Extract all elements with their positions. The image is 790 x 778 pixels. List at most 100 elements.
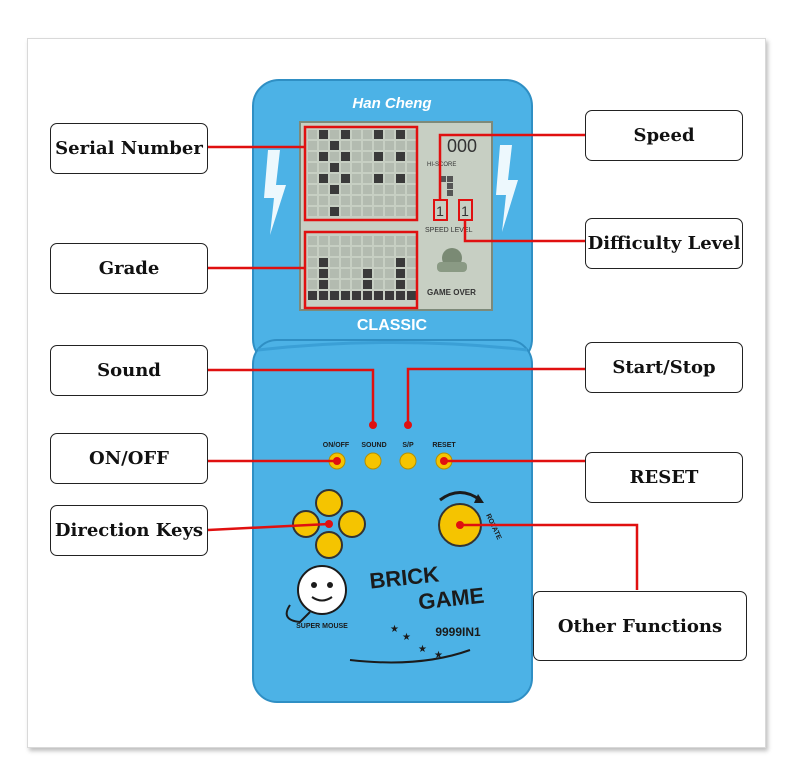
- lcd-pixel: [407, 280, 416, 289]
- lcd-pixel: [385, 269, 394, 278]
- lcd-pixel: [374, 207, 383, 216]
- sound-button[interactable]: [364, 452, 382, 470]
- lcd-pixel: [363, 258, 372, 267]
- lcd-pixel: [352, 269, 361, 278]
- lcd-pixel: [352, 207, 361, 216]
- lcd-pixel: [319, 291, 328, 300]
- lcd-pixel: [363, 196, 372, 205]
- reset-button-label: RESET: [432, 442, 456, 449]
- lcd-pixel: [352, 280, 361, 289]
- lcd-pixel: [363, 174, 372, 183]
- game-count-label: 9999IN1: [435, 625, 481, 639]
- lcd-pixel: [341, 152, 350, 161]
- lcd-pixel: [330, 196, 339, 205]
- lcd-pixel: [341, 185, 350, 194]
- lcd-pixel: [319, 258, 328, 267]
- lcd-pixel: [363, 163, 372, 172]
- direction-keys[interactable]: [292, 489, 366, 559]
- lcd-pixel: [385, 141, 394, 150]
- lcd-pixel: [308, 141, 317, 150]
- lcd-pixel: [341, 258, 350, 267]
- lcd-pixel: [374, 185, 383, 194]
- lcd-pixel: [385, 130, 394, 139]
- lcd-pixel: [341, 174, 350, 183]
- svg-text:★: ★: [390, 624, 399, 635]
- lcd-pixel: [319, 152, 328, 161]
- svg-text:★: ★: [434, 650, 443, 661]
- svg-text:1: 1: [461, 203, 469, 219]
- lcd-pixel: [308, 258, 317, 267]
- lcd-pixel: [319, 174, 328, 183]
- lcd-pixel: [341, 163, 350, 172]
- lcd-pixel: [396, 247, 405, 256]
- sound-button-label: SOUND: [361, 442, 386, 449]
- lcd-pixel: [341, 291, 350, 300]
- lcd-pixel: [319, 196, 328, 205]
- lcd-pixel: [396, 236, 405, 245]
- lcd-pixel: [330, 280, 339, 289]
- mascot-text: SUPER MOUSE: [296, 623, 348, 630]
- on-off-button-label: ON/OFF: [323, 442, 350, 449]
- lcd-pixel: [319, 207, 328, 216]
- lcd-pixel: [341, 130, 350, 139]
- lcd-pixel: [374, 269, 383, 278]
- lcd-pixel: [407, 196, 416, 205]
- callout-start-stop: Start/Stop: [585, 342, 743, 393]
- stars-decoration: ★★ ★★: [390, 624, 443, 661]
- lcd-pixel: [374, 258, 383, 267]
- lcd-pixel: [363, 152, 372, 161]
- lcd-pixel: [308, 163, 317, 172]
- lcd-pixel: [352, 163, 361, 172]
- lcd-pixel: [396, 163, 405, 172]
- lcd-pixel: [374, 163, 383, 172]
- lcd-pixel: [396, 280, 405, 289]
- lcd-pixel: [374, 152, 383, 161]
- lcd-pixel: [341, 141, 350, 150]
- screen-pixel-grid-top: [308, 130, 416, 216]
- lcd-pixel: [363, 130, 372, 139]
- lcd-pixel: [330, 141, 339, 150]
- lcd-pixel: [396, 258, 405, 267]
- lcd-pixel: [385, 291, 394, 300]
- up-key: [315, 489, 343, 517]
- lcd-pixel: [352, 185, 361, 194]
- lcd-pixel: [308, 174, 317, 183]
- callout-speed: Speed: [585, 110, 743, 161]
- lcd-pixel: [396, 291, 405, 300]
- lcd-pixel: [385, 207, 394, 216]
- down-key: [315, 531, 343, 559]
- callout-serial-number: Serial Number: [50, 123, 208, 174]
- lcd-pixel: [352, 291, 361, 300]
- sp-button[interactable]: [399, 452, 417, 470]
- lcd-pixel: [363, 280, 372, 289]
- lcd-pixel: [374, 196, 383, 205]
- lcd-pixel: [352, 152, 361, 161]
- sp-button-label: S/P: [402, 442, 414, 449]
- super-mouse-mascot-icon: [285, 565, 347, 624]
- lcd-pixel: [341, 207, 350, 216]
- lcd-pixel: [396, 141, 405, 150]
- lcd-pixel: [308, 196, 317, 205]
- lcd-pixel: [330, 291, 339, 300]
- lcd-pixel: [352, 141, 361, 150]
- svg-text:★: ★: [418, 644, 427, 655]
- lcd-pixel: [308, 247, 317, 256]
- lcd-pixel: [396, 207, 405, 216]
- lcd-pixel: [385, 247, 394, 256]
- svg-text:1: 1: [436, 203, 444, 219]
- lcd-pixel: [396, 269, 405, 278]
- lightning-right-icon: [496, 145, 518, 232]
- lcd-pixel: [330, 269, 339, 278]
- lcd-pixel: [363, 236, 372, 245]
- lcd-pixel: [396, 152, 405, 161]
- lcd-pixel: [385, 185, 394, 194]
- lcd-pixel: [330, 152, 339, 161]
- lcd-pixel: [330, 207, 339, 216]
- lcd-pixel: [308, 236, 317, 245]
- lcd-pixel: [363, 269, 372, 278]
- lcd-pixel: [407, 130, 416, 139]
- lcd-pixel: [308, 185, 317, 194]
- lcd-pixel: [352, 236, 361, 245]
- lcd-pixel: [308, 269, 317, 278]
- lcd-pixel: [319, 130, 328, 139]
